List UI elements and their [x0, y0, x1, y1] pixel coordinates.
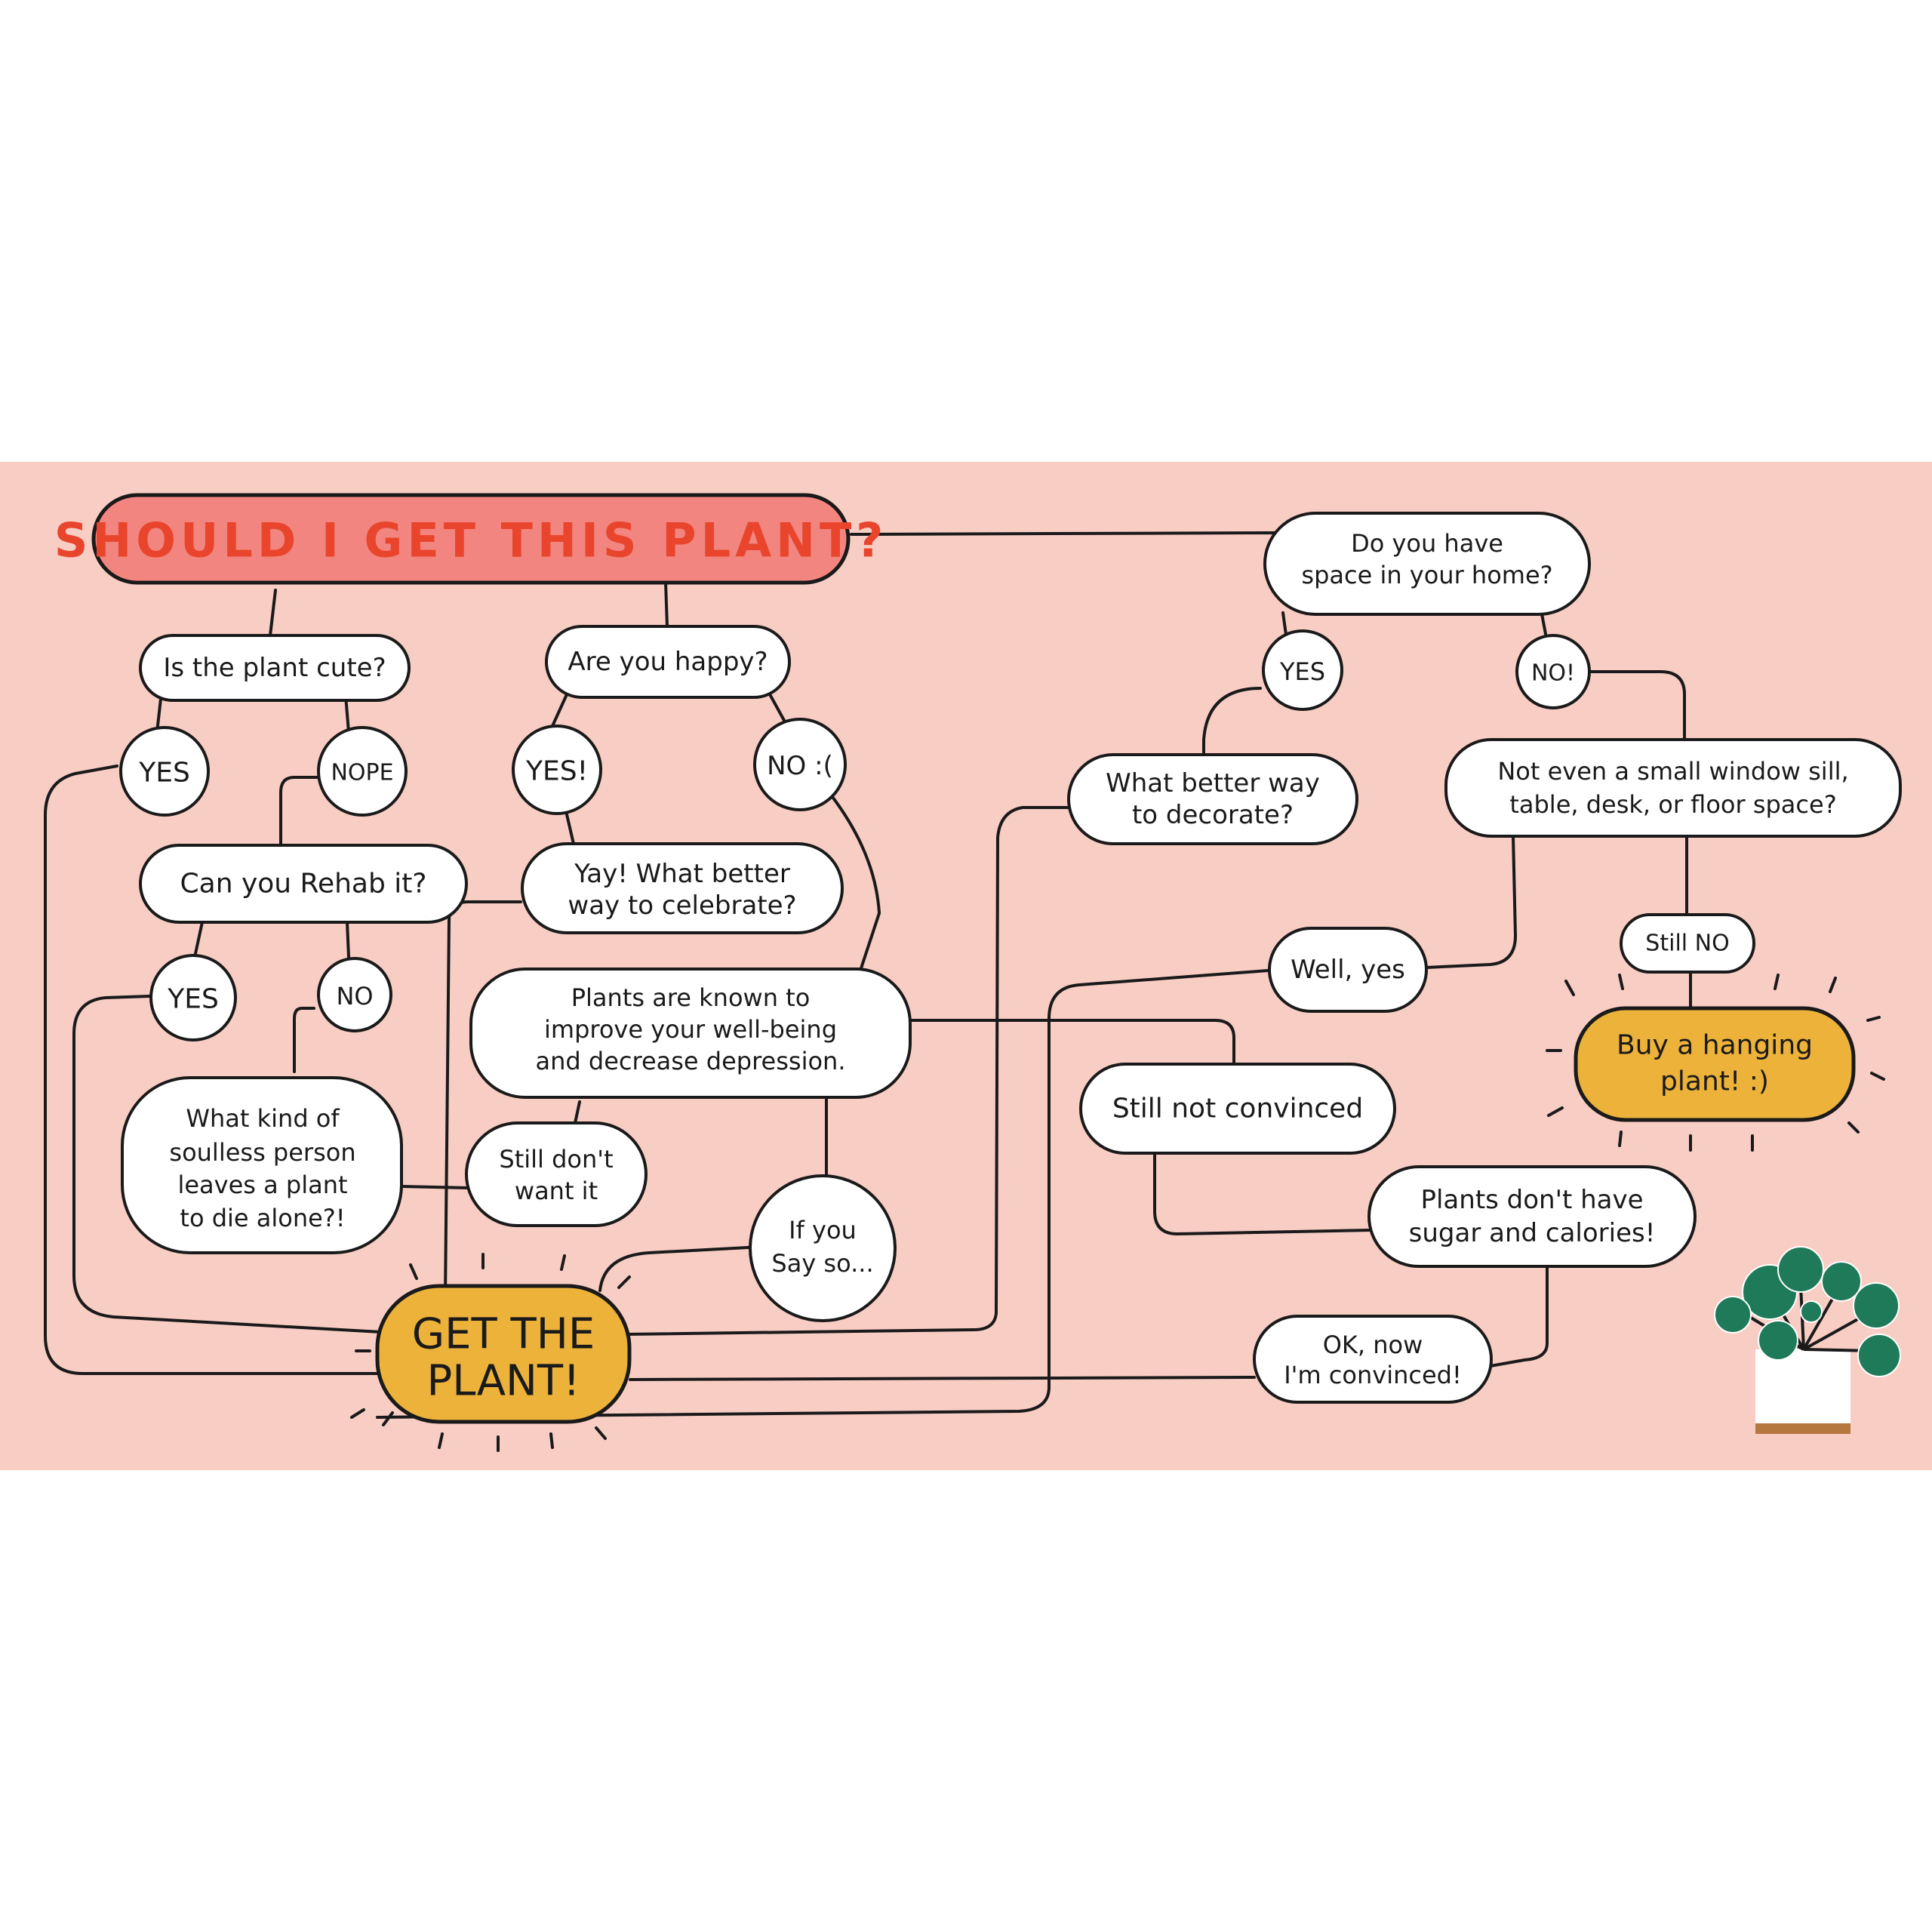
node-hanging-plant: Buy a hanging plant! :)	[1574, 1006, 1856, 1122]
node-happy-yes: YES!	[512, 724, 602, 815]
svg-text:want it: want it	[515, 1177, 598, 1205]
svg-text:PLANT!: PLANT!	[426, 1357, 580, 1406]
node-cute-question: Is the plant cute?	[139, 634, 411, 702]
node-still-dont: Still don't want it	[465, 1121, 648, 1227]
svg-text:Plants don't have: Plants don't have	[1420, 1185, 1643, 1215]
svg-text:OK, now: OK, now	[1323, 1331, 1423, 1359]
node-not-convinced: Still not convinced	[1079, 1063, 1396, 1155]
title-banner: SHOULD I GET THIS PLANT?	[54, 493, 888, 585]
svg-text:NOPE: NOPE	[331, 760, 393, 786]
svg-text:plant! :): plant! :)	[1660, 1066, 1769, 1097]
svg-text:If you: If you	[789, 1216, 857, 1244]
svg-text:Still not convinced: Still not convinced	[1112, 1094, 1363, 1124]
node-small-space: Not even a small window sill, table, des…	[1444, 738, 1902, 838]
node-space-question: Do you have space in your home?	[1263, 512, 1591, 616]
node-well-yes: Well, yes	[1268, 927, 1428, 1013]
svg-text:Yay! What better: Yay! What better	[574, 859, 790, 889]
svg-text:Still don't: Still don't	[499, 1145, 613, 1174]
node-cute-yes: YES	[119, 726, 210, 817]
svg-text:Not even a small window sill,: Not even a small window sill,	[1497, 757, 1848, 786]
svg-text:to decorate?: to decorate?	[1132, 800, 1294, 830]
pink-background	[0, 462, 1932, 1470]
node-convinced: OK, now I'm convinced!	[1253, 1315, 1493, 1404]
svg-text:YES: YES	[1279, 657, 1325, 686]
svg-text:Are you happy?: Are you happy?	[568, 647, 768, 677]
svg-text:Well, yes: Well, yes	[1291, 955, 1405, 985]
svg-text:space in your home?: space in your home?	[1301, 561, 1552, 589]
plant-pot	[1755, 1349, 1850, 1431]
node-cute-nope: NOPE	[317, 726, 408, 817]
svg-text:Do you have: Do you have	[1351, 529, 1503, 558]
node-celebrate: Yay! What better way to celebrate?	[521, 842, 844, 934]
node-decorate: What better way to decorate?	[1067, 753, 1358, 845]
svg-text:improve your well-being: improve your well-being	[544, 1015, 837, 1044]
svg-text:and decrease depression.: and decrease depression.	[536, 1047, 846, 1075]
svg-text:table, desk, or floor space?: table, desk, or floor space?	[1509, 790, 1836, 819]
svg-text:Say so...: Say so...	[771, 1249, 873, 1278]
node-still-no: Still NO	[1620, 913, 1755, 974]
page-title: SHOULD I GET THIS PLANT?	[54, 513, 888, 568]
node-rehab-question: Can you Rehab it?	[139, 844, 468, 924]
svg-text:Is the plant cute?: Is the plant cute?	[163, 653, 386, 683]
svg-text:NO!: NO!	[1531, 660, 1575, 687]
plant-pot-base	[1755, 1423, 1850, 1434]
svg-text:Can you Rehab it?: Can you Rehab it?	[180, 869, 427, 900]
svg-text:to die alone?!: to die alone?!	[180, 1204, 345, 1232]
svg-text:sugar and calories!: sugar and calories!	[1409, 1218, 1656, 1248]
node-wellbeing: Plants are known to improve your well-be…	[469, 968, 912, 1099]
svg-text:way to celebrate?: way to celebrate?	[568, 891, 796, 921]
node-if-you-say-so: If you Say so...	[749, 1174, 897, 1322]
svg-text:YES!: YES!	[525, 756, 588, 787]
node-rehab-no: NO	[317, 957, 392, 1032]
svg-text:NO :(: NO :(	[767, 751, 833, 781]
svg-text:I'm convinced!: I'm convinced!	[1284, 1361, 1462, 1389]
node-happy-no: NO :(	[753, 718, 847, 811]
node-soulless: What kind of soulless person leaves a pl…	[121, 1076, 403, 1254]
node-space-no: NO!	[1515, 634, 1591, 709]
svg-text:What better way: What better way	[1106, 768, 1320, 798]
node-happy-question: Are you happy?	[545, 625, 791, 699]
hanging-plant-rays	[1546, 974, 1885, 1152]
svg-text:NO: NO	[336, 982, 373, 1011]
svg-text:YES: YES	[138, 758, 190, 789]
svg-text:YES: YES	[167, 984, 219, 1015]
svg-text:What kind of: What kind of	[186, 1104, 340, 1133]
svg-text:soulless person: soulless person	[169, 1138, 355, 1167]
potted-plant-illustration	[1714, 1246, 1901, 1434]
node-get-the-plant: GET THE PLANT!	[375, 1284, 632, 1424]
node-sugar: Plants don't have sugar and calories!	[1367, 1165, 1697, 1268]
node-space-yes: YES	[1262, 629, 1343, 711]
node-rehab-yes: YES	[149, 954, 237, 1041]
svg-text:leaves a plant: leaves a plant	[177, 1171, 347, 1199]
svg-text:Buy a hanging: Buy a hanging	[1617, 1030, 1813, 1061]
svg-text:GET THE: GET THE	[412, 1310, 595, 1359]
get-plant-rays	[350, 1253, 631, 1452]
svg-text:Still NO: Still NO	[1645, 931, 1729, 957]
svg-text:Plants are known to: Plants are known to	[571, 983, 811, 1012]
